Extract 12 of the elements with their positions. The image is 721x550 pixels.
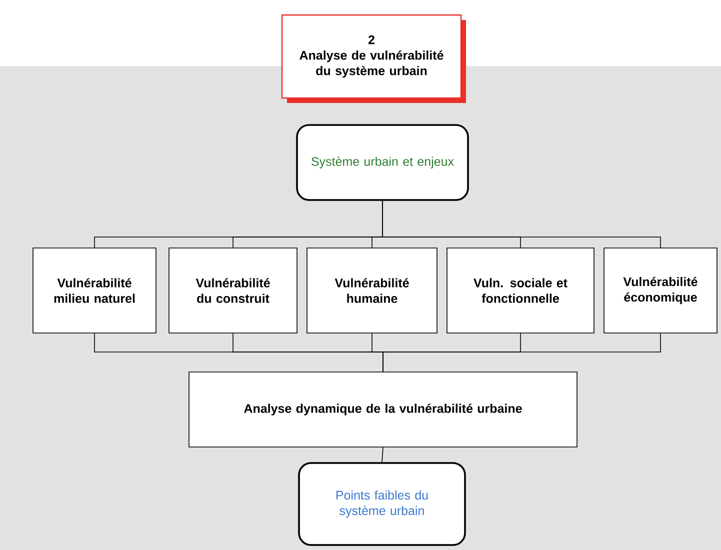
process-box: Vulnérabilité du construit [168,248,298,334]
process-box: Analyse dynamique de la vulnérabilité urbaine [188,372,578,448]
process-box: Vulnérabilité milieu naturel [32,248,156,334]
connector [382,447,384,462]
connector [382,200,661,248]
rounded-box: Système urbain et enjeux [296,124,469,201]
process-box: Vulnérabilité économique [604,248,718,334]
process-box: Vulnérabilité humaine [306,248,438,334]
title-box: 2 Analyse de vulnérabilité du système urbain [281,14,466,103]
rounded-box: Points faibles du système urbain [298,462,466,546]
process-box: Vuln. sociale et fonctionnelle [446,248,594,334]
connector [382,333,661,372]
